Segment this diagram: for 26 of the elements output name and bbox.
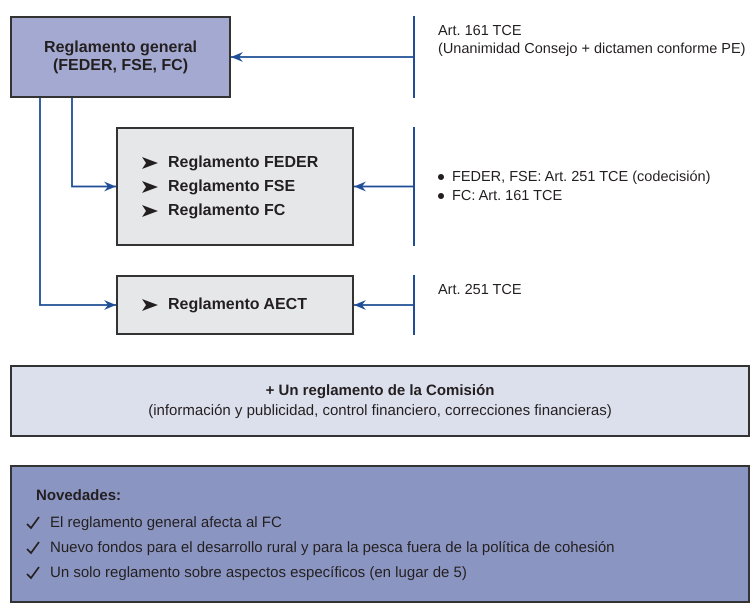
commission-regulation-box: [10, 365, 750, 437]
panel-heading: Novedades:: [36, 487, 122, 504]
legal-basis-item: FC: Art. 161 TCE: [452, 186, 562, 205]
legal-basis-text: Art. 251 TCE: [438, 281, 523, 300]
news-item: El reglamento general afecta al FC: [50, 514, 282, 531]
box-title: + Un reglamento de la Comisión: [264, 380, 496, 401]
arrow: [354, 300, 413, 310]
list-item: Reglamento FEDER: [168, 154, 318, 172]
legal-basis-text: Art. 161 TCE: [438, 22, 523, 40]
arrow: [39, 98, 116, 310]
list-item: Reglamento FSE: [168, 178, 296, 196]
arrow: [354, 182, 413, 192]
legal-basis-text: (Unanimidad Consejo + dictamen conforme PE): [438, 40, 746, 58]
arrow: [71, 98, 116, 192]
list-item: Reglamento FC: [168, 202, 286, 220]
news-item: Un solo reglamento sobre aspectos específicos (en lugar de 5): [50, 564, 467, 581]
news-panel: [10, 465, 750, 603]
regulation-box: [10, 16, 231, 98]
regulation-box: [116, 127, 354, 246]
box-description: (información y publicidad, control financiero, correcciones financieras): [147, 401, 613, 421]
box-title: Reglamento general (FEDER, FSE, FC): [43, 39, 198, 75]
legal-basis-item: FEDER, FSE: Art. 251 TCE (codecisión): [452, 168, 710, 186]
regulation-box: [116, 275, 354, 335]
list-item: Reglamento AECT: [168, 296, 307, 314]
arrow: [231, 52, 413, 62]
news-item: Nuevo fondos para el desarrollo rural y para la pesca fuera de la política de cohesión: [50, 539, 615, 556]
